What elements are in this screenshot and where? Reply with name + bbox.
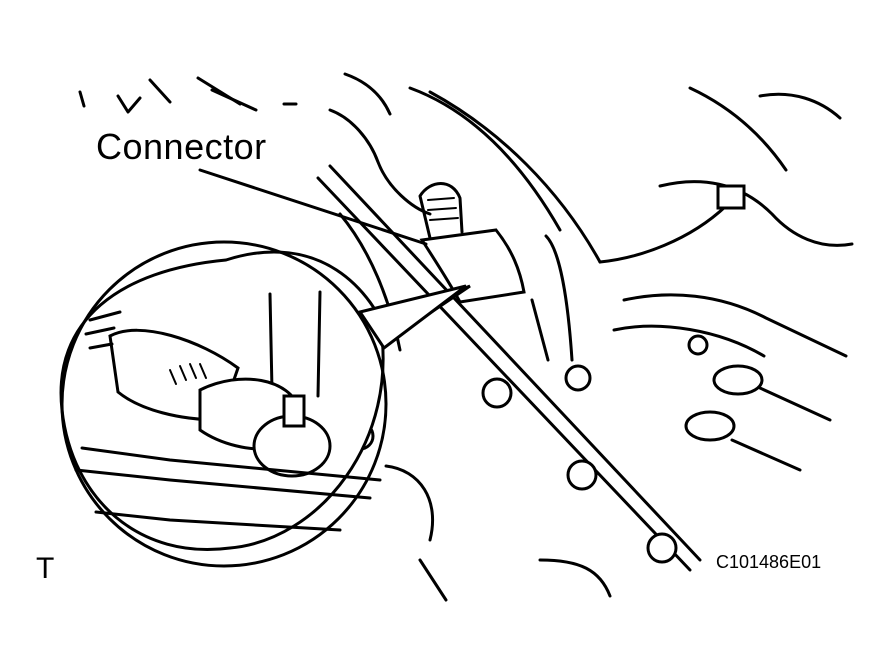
lower-edge bbox=[384, 464, 612, 602]
engine-outline bbox=[78, 72, 854, 358]
hose-clamps bbox=[684, 364, 832, 472]
view-letter-label: T bbox=[36, 552, 55, 585]
magnified-inset bbox=[59, 240, 471, 568]
connector-label: Connector bbox=[96, 126, 267, 167]
connector-main bbox=[418, 182, 592, 392]
figure-id-label: C101486E01 bbox=[716, 552, 822, 572]
callout-leader bbox=[198, 168, 428, 246]
